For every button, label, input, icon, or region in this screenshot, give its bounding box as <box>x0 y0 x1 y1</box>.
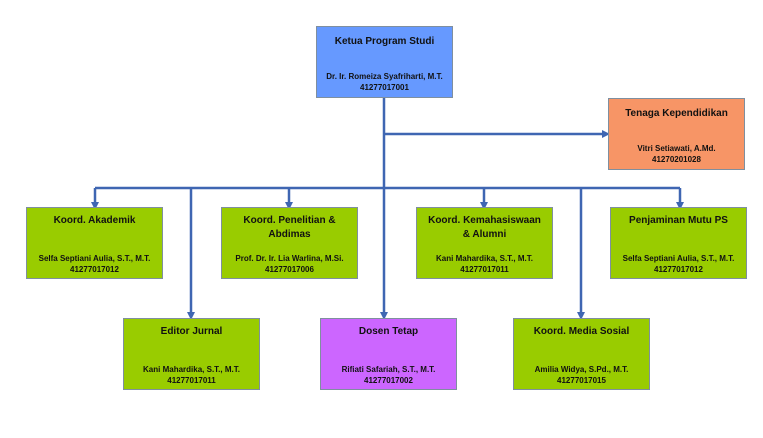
unit-id: 41277017011 <box>460 265 509 274</box>
unit-title: Penjaminan Mutu PS <box>629 215 728 226</box>
head-title: Ketua Program Studi <box>334 36 435 47</box>
unit-name: Kani Mahardika, S.T., M.T. <box>143 365 240 374</box>
unit-box-penjaminan: Penjaminan Mutu PS Selfa Septiani Aulia,… <box>610 207 747 279</box>
unit-box-penelitian: Koord. Penelitian & Abdimas Prof. Dr. Ir… <box>221 207 358 279</box>
unit-id: 41277017011 <box>167 376 216 385</box>
head-name: Dr. Ir. Romeiza Syafriharti, M.T. <box>326 72 443 81</box>
staff-name: Vitri Setiawati, A.Md. <box>637 144 716 153</box>
staff-box: Tenaga Kependidikan Vitri Setiawati, A.M… <box>608 98 745 170</box>
unit-box-editor: Editor Jurnal Kani Mahardika, S.T., M.T.… <box>123 318 260 390</box>
unit-box-media: Koord. Media Sosial Amilia Widya, S.Pd.,… <box>513 318 650 390</box>
staff-id: 41270201028 <box>652 155 701 164</box>
unit-id: 41277017015 <box>557 376 606 385</box>
head-id: 41277017001 <box>360 83 409 92</box>
unit-title: Koord. Akademik <box>53 215 136 226</box>
head-box: Ketua Program Studi Dr. Ir. Romeiza Syaf… <box>316 26 453 98</box>
unit-name: Kani Mahardika, S.T., M.T. <box>436 254 533 263</box>
unit-title: Koord. Media Sosial <box>533 326 630 337</box>
unit-id: 41277017012 <box>70 265 119 274</box>
unit-id: 41277017006 <box>265 265 314 274</box>
unit-id: 41277017012 <box>654 265 703 274</box>
unit-title: Editor Jurnal <box>160 326 223 337</box>
unit-name: Prof. Dr. Ir. Lia Warlina, M.Si. <box>235 254 344 263</box>
unit-name: Selfa Septiani Aulia, S.T., M.T. <box>38 254 151 263</box>
unit-box-akademik: Koord. Akademik Selfa Septiani Aulia, S.… <box>26 207 163 279</box>
unit-id: 41277017002 <box>364 376 413 385</box>
staff-title: Tenaga Kependidikan <box>625 108 728 119</box>
unit-name: Selfa Septiani Aulia, S.T., M.T. <box>622 254 735 263</box>
unit-box-kemahasiswaan: Koord. Kemahasiswaan & Alumni Kani Mahar… <box>416 207 553 279</box>
unit-name: Rifiati Safariah, S.T., M.T. <box>341 365 436 374</box>
unit-title: Koord. Kemahasiswaan & Alumni <box>428 215 541 240</box>
unit-name: Amilia Widya, S.Pd., M.T. <box>534 365 629 374</box>
unit-title: Dosen Tetap <box>358 326 419 337</box>
unit-title: Koord. Penelitian & Abdimas <box>243 215 336 240</box>
unit-box-dosen: Dosen Tetap Rifiati Safariah, S.T., M.T.… <box>320 318 457 390</box>
